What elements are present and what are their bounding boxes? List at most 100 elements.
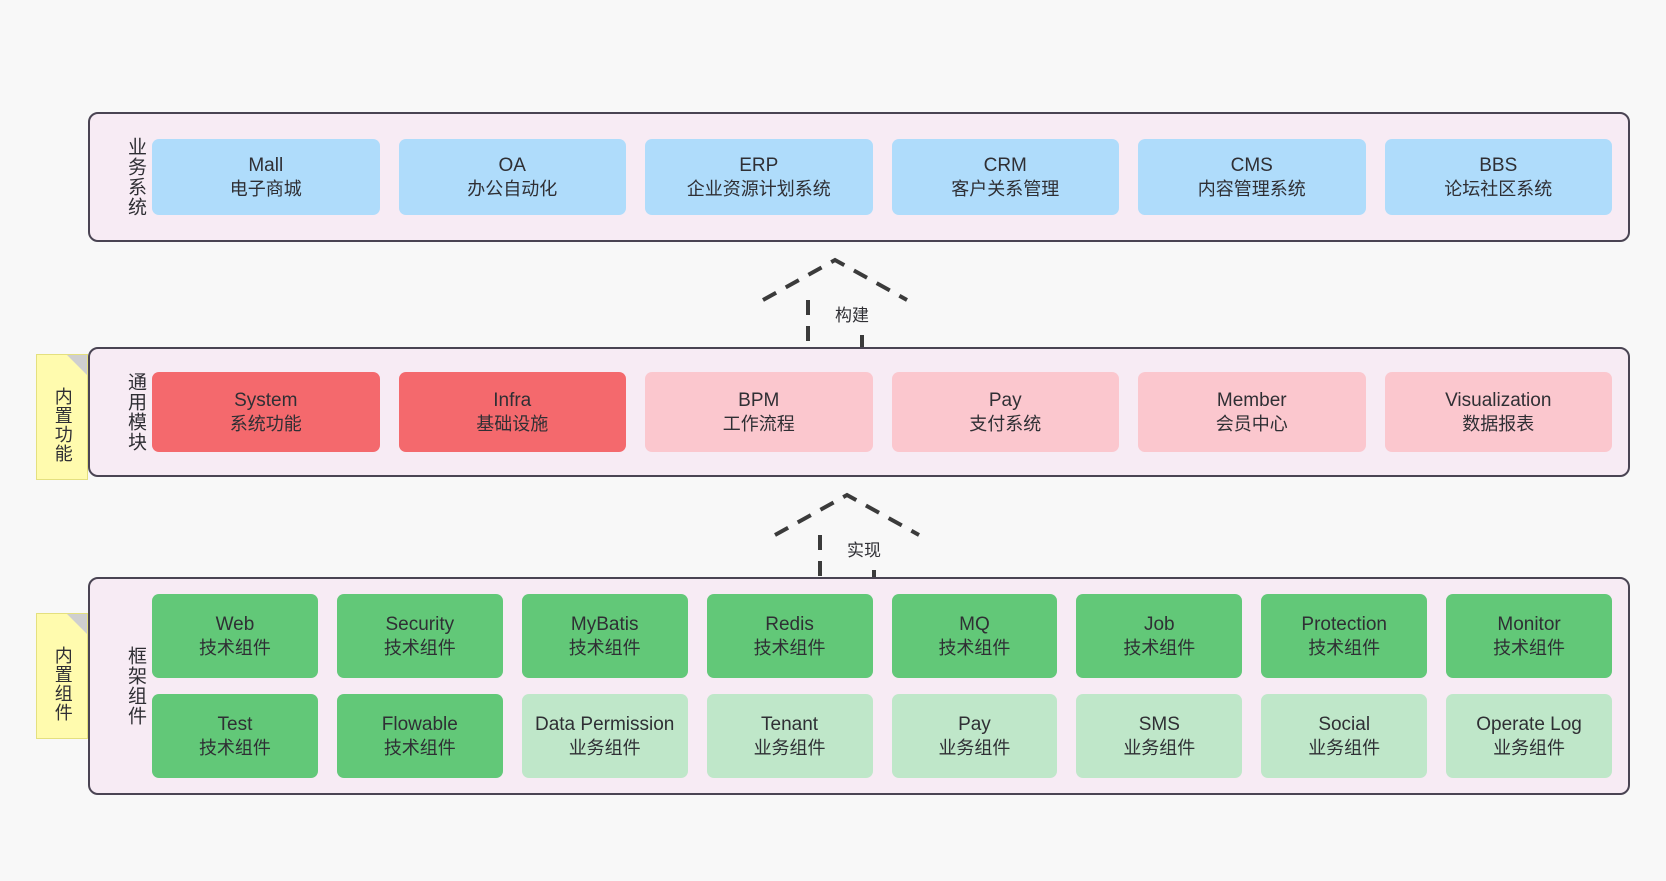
card-title: MQ xyxy=(959,613,990,635)
card-title: Web xyxy=(215,613,255,635)
card-title: Infra xyxy=(493,389,532,411)
card-row: Web 技术组件 Security 技术组件 MyBatis 技术组件 Redi… xyxy=(152,594,1612,678)
card-mall[interactable]: Mall 电子商城 xyxy=(152,139,380,215)
card-subtitle: 技术组件 xyxy=(198,737,271,758)
layer-business-system: 业务系统 Mall 电子商城 OA 办公自动化 ERP 企业资源计划系统 CRM… xyxy=(88,112,1630,242)
card-title: CRM xyxy=(983,154,1027,176)
card-title: BBS xyxy=(1479,154,1518,176)
card-title: Pay xyxy=(988,389,1022,411)
card-subtitle: 工作流程 xyxy=(722,413,795,434)
card-row: System 系统功能 Infra 基础设施 BPM 工作流程 Pay 支付系统… xyxy=(152,372,1612,452)
layer-body-business-system: Mall 电子商城 OA 办公自动化 ERP 企业资源计划系统 CRM 客户关系… xyxy=(146,114,1628,240)
card-redis[interactable]: Redis 技术组件 xyxy=(706,594,873,678)
card-subtitle: 技术组件 xyxy=(753,637,826,658)
card-member[interactable]: Member 会员中心 xyxy=(1138,372,1366,452)
sticky-note-built-in-functions: 内置功能 xyxy=(36,354,88,480)
card-cms[interactable]: CMS 内容管理系统 xyxy=(1138,139,1366,215)
card-bbs[interactable]: BBS 论坛社区系统 xyxy=(1384,139,1612,215)
card-crm[interactable]: CRM 客户关系管理 xyxy=(891,139,1119,215)
layer-title-business-system: 业务系统 xyxy=(125,137,146,217)
card-web[interactable]: Web 技术组件 xyxy=(152,594,318,678)
card-subtitle: 会员中心 xyxy=(1215,413,1288,434)
card-subtitle: 业务组件 xyxy=(568,737,641,758)
card-title: Tenant xyxy=(761,713,819,735)
card-title: Mall xyxy=(248,154,284,176)
sticky-note-label: 内置组件 xyxy=(52,646,73,722)
card-security[interactable]: Security 技术组件 xyxy=(336,594,503,678)
sticky-note-built-in-components: 内置组件 xyxy=(36,613,88,739)
card-system[interactable]: System 系统功能 xyxy=(152,372,380,452)
card-title: Operate Log xyxy=(1476,713,1582,735)
card-subtitle: 技术组件 xyxy=(383,637,456,658)
card-subtitle: 内容管理系统 xyxy=(1197,178,1306,199)
card-subtitle: 技术组件 xyxy=(1123,637,1196,658)
card-subtitle: 业务组件 xyxy=(753,737,826,758)
card-subtitle: 办公自动化 xyxy=(467,178,558,199)
card-protection[interactable]: Protection 技术组件 xyxy=(1261,594,1428,678)
card-visualization[interactable]: Visualization 数据报表 xyxy=(1384,372,1612,452)
card-data-permission[interactable]: Data Permission 业务组件 xyxy=(521,694,688,778)
card-title: Test xyxy=(217,713,253,735)
card-title: SMS xyxy=(1138,713,1180,735)
card-monitor[interactable]: Monitor 技术组件 xyxy=(1446,594,1612,678)
card-title: BPM xyxy=(738,389,780,411)
card-subtitle: 系统功能 xyxy=(229,413,302,434)
card-mq[interactable]: MQ 技术组件 xyxy=(891,594,1058,678)
generalization-arrow-icon xyxy=(762,257,908,352)
card-subtitle: 技术组件 xyxy=(1493,637,1566,658)
card-subtitle: 业务组件 xyxy=(938,737,1011,758)
card-title: System xyxy=(234,389,298,411)
card-oa[interactable]: OA 办公自动化 xyxy=(398,139,626,215)
card-title: Security xyxy=(385,613,455,635)
card-job[interactable]: Job 技术组件 xyxy=(1076,594,1243,678)
page-fold-icon xyxy=(67,355,87,375)
sticky-note-label: 内置功能 xyxy=(52,387,73,463)
card-title: Member xyxy=(1216,389,1287,411)
card-pay[interactable]: Pay 支付系统 xyxy=(891,372,1119,452)
card-subtitle: 业务组件 xyxy=(1123,737,1196,758)
card-flowable[interactable]: Flowable 技术组件 xyxy=(336,694,503,778)
card-title: Flowable xyxy=(381,713,458,735)
card-subtitle: 客户关系管理 xyxy=(951,178,1060,199)
card-row: Test 技术组件 Flowable 技术组件 Data Permission … xyxy=(152,694,1612,778)
connector-build-arrow: 构建 xyxy=(760,255,910,355)
layer-title-common-module: 通用模块 xyxy=(125,372,146,452)
card-row: Mall 电子商城 OA 办公自动化 ERP 企业资源计划系统 CRM 客户关系… xyxy=(152,139,1612,215)
card-mybatis[interactable]: MyBatis 技术组件 xyxy=(521,594,688,678)
card-title: Job xyxy=(1143,613,1175,635)
card-subtitle: 论坛社区系统 xyxy=(1444,178,1553,199)
layer-title-framework-component: 框架组件 xyxy=(125,646,146,726)
card-operate-log[interactable]: Operate Log 业务组件 xyxy=(1446,694,1612,778)
card-subtitle: 支付系统 xyxy=(969,413,1042,434)
layer-common-module: 通用模块 System 系统功能 Infra 基础设施 BPM 工作流程 Pay… xyxy=(88,347,1630,477)
card-title: Data Permission xyxy=(534,713,675,735)
card-subtitle: 技术组件 xyxy=(383,737,456,758)
card-pay-business[interactable]: Pay 业务组件 xyxy=(891,694,1058,778)
card-subtitle: 基础设施 xyxy=(476,413,549,434)
card-subtitle: 技术组件 xyxy=(1308,637,1381,658)
card-subtitle: 技术组件 xyxy=(938,637,1011,658)
card-social[interactable]: Social 业务组件 xyxy=(1261,694,1428,778)
layer-body-common-module: System 系统功能 Infra 基础设施 BPM 工作流程 Pay 支付系统… xyxy=(146,349,1628,475)
layer-framework-component: 框架组件 Web 技术组件 Security 技术组件 MyBatis 技术组件… xyxy=(88,577,1630,795)
connector-implement-arrow: 实现 xyxy=(772,490,922,590)
card-sms[interactable]: SMS 业务组件 xyxy=(1076,694,1243,778)
card-bpm[interactable]: BPM 工作流程 xyxy=(645,372,873,452)
card-tenant[interactable]: Tenant 业务组件 xyxy=(706,694,873,778)
card-subtitle: 技术组件 xyxy=(568,637,641,658)
card-test[interactable]: Test 技术组件 xyxy=(152,694,318,778)
page-fold-icon xyxy=(67,614,87,634)
card-infra[interactable]: Infra 基础设施 xyxy=(398,372,626,452)
connector-label: 实现 xyxy=(845,536,883,561)
card-title: Visualization xyxy=(1445,389,1552,411)
card-title: Social xyxy=(1318,713,1371,735)
card-subtitle: 数据报表 xyxy=(1462,413,1535,434)
card-subtitle: 电子商城 xyxy=(229,178,302,199)
card-erp[interactable]: ERP 企业资源计划系统 xyxy=(645,139,873,215)
card-title: Redis xyxy=(765,613,814,635)
card-title: MyBatis xyxy=(570,613,639,635)
layer-body-framework-component: Web 技术组件 Security 技术组件 MyBatis 技术组件 Redi… xyxy=(146,579,1628,793)
card-subtitle: 业务组件 xyxy=(1308,737,1381,758)
card-subtitle: 业务组件 xyxy=(1493,737,1566,758)
connector-label: 构建 xyxy=(833,301,871,326)
